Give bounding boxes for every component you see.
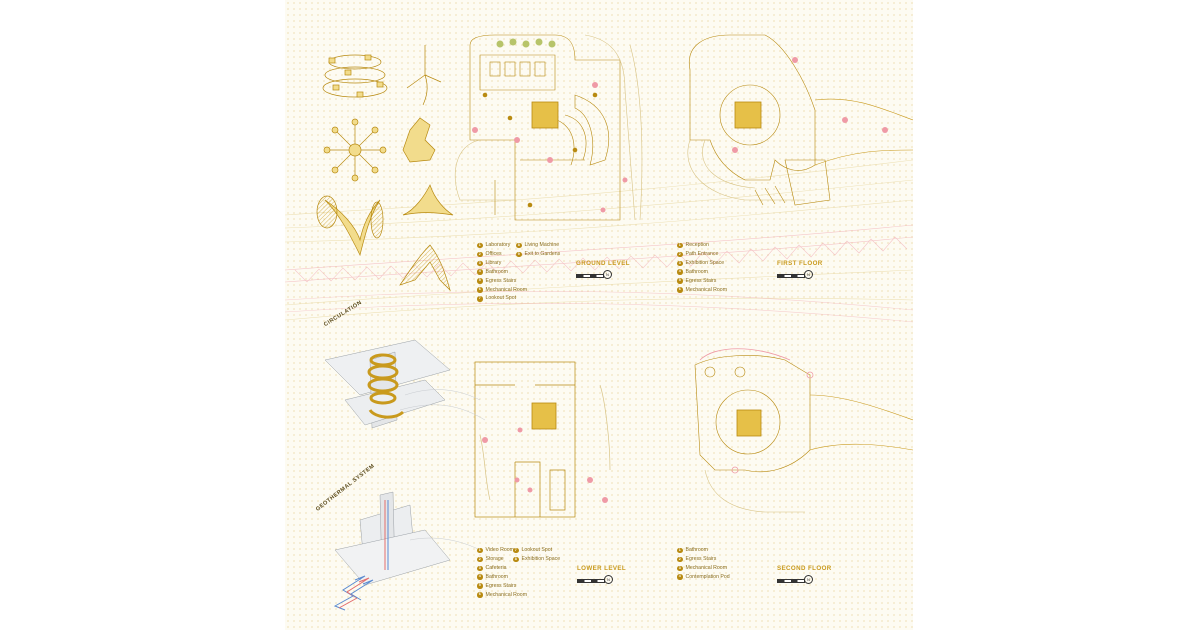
north-arrow-icon: N [604, 575, 613, 584]
geothermal-axonometric [334, 491, 481, 586]
first-floor-plan [687, 34, 913, 206]
circulation-spiral [367, 353, 405, 419]
scale-bar-ground: N [576, 270, 612, 279]
north-arrow-icon: N [804, 270, 813, 279]
second-core [736, 409, 762, 437]
lower-core [531, 402, 557, 430]
geothermal-pipes [333, 500, 389, 611]
second-pink-markers [699, 348, 814, 474]
north-arrow-icon: N [603, 270, 612, 279]
ground-trees [496, 38, 556, 48]
ground-core [531, 101, 559, 129]
circulation-axonometric [324, 339, 486, 429]
ground-room-numbers [482, 92, 598, 208]
contour-lines [285, 159, 913, 321]
architectural-drawings [285, 34, 913, 611]
section-title-first: FIRST FLOOR [777, 260, 823, 267]
truss-band-upper [285, 224, 913, 283]
ground-level-plan [454, 34, 643, 221]
first-core [734, 101, 762, 129]
north-arrow-icon: N [804, 575, 813, 584]
section-title-ground: GROUND LEVEL [576, 260, 630, 267]
scale-bar-second: N [777, 575, 813, 584]
scale-bar-first: N [777, 270, 813, 279]
ground-pink-markers [472, 82, 628, 213]
lower-pink-markers [482, 427, 608, 503]
truss-band-lower [285, 290, 913, 323]
first-pink-markers [732, 57, 888, 153]
scale-bar-lower: N [577, 575, 613, 584]
form-diagrams [316, 45, 454, 292]
section-title-second: SECOND FLOOR [777, 565, 832, 572]
lower-level-plan [474, 361, 611, 518]
second-floor-plan [694, 355, 913, 513]
section-title-lower: LOWER LEVEL [577, 565, 627, 572]
